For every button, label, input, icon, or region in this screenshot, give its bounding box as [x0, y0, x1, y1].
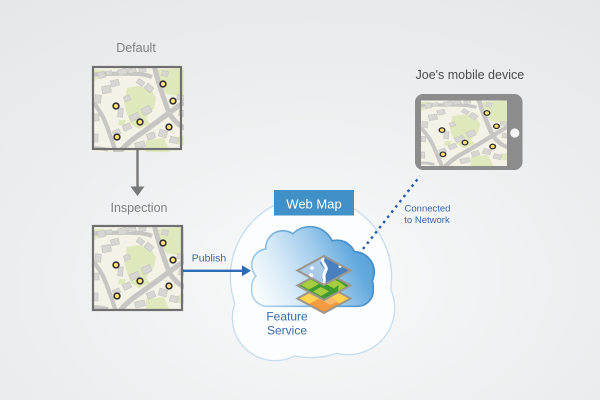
- svg-text:Joe's mobile device: Joe's mobile device: [416, 68, 525, 82]
- svg-text:Service: Service: [267, 324, 307, 338]
- svg-text:Web Map: Web Map: [286, 197, 341, 212]
- svg-text:Connected: Connected: [405, 204, 451, 215]
- svg-text:Default: Default: [116, 41, 156, 55]
- svg-text:Inspection: Inspection: [111, 201, 168, 215]
- svg-text:Feature: Feature: [266, 310, 308, 324]
- svg-text:Publish: Publish: [192, 253, 227, 265]
- svg-text:to Network: to Network: [404, 215, 450, 226]
